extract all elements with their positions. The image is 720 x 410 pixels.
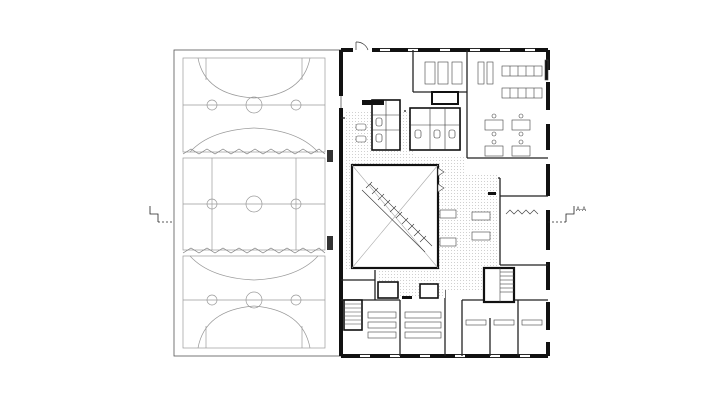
divider-curtain-upper (182, 148, 326, 155)
court-markings (182, 57, 326, 349)
divider-curtain-lower (182, 247, 326, 254)
atrium-stair (361, 181, 433, 253)
changing-room-benches (367, 311, 543, 339)
stair-left (343, 299, 363, 331)
shaft (431, 91, 459, 105)
section-marker-label: A-A (576, 207, 586, 213)
stair-right (482, 266, 516, 304)
atrium-void (350, 163, 440, 270)
section-marker-right (548, 206, 575, 223)
toilet-block-left (362, 99, 401, 151)
sports-hall (173, 49, 342, 357)
main-building (339, 41, 550, 358)
sports-hall-outline (173, 49, 342, 357)
window-ticks (360, 48, 535, 358)
wall-equipment (327, 150, 333, 250)
section-marker-left (149, 206, 174, 223)
entrance-door-top (355, 41, 369, 51)
acoustic-wall-right (505, 209, 539, 215)
lift (377, 281, 439, 299)
cafe-furniture (424, 59, 549, 157)
toilet-block-right (409, 107, 461, 151)
lobby-furniture (355, 123, 491, 247)
column-blocks (402, 192, 496, 299)
